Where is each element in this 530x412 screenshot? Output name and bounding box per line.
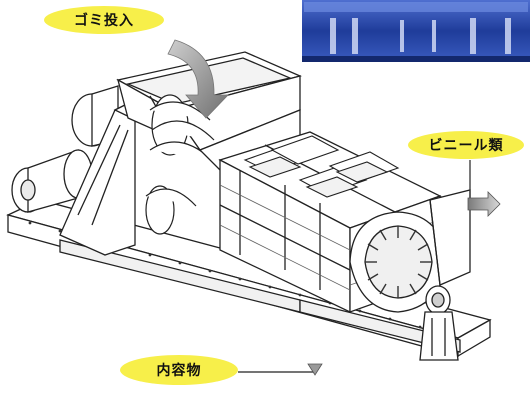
inset-photo <box>302 0 530 62</box>
screw <box>145 94 215 235</box>
top-panels <box>243 135 400 198</box>
fan-housing <box>349 189 471 313</box>
bearing <box>419 285 459 361</box>
label-contents-output: 内容物 <box>120 355 238 385</box>
label-garbage-input: ゴミ投入 <box>44 6 164 34</box>
fan-blades <box>365 226 432 298</box>
label-vinyl-output: ビニール類 <box>408 131 524 159</box>
output-arrow <box>467 160 501 217</box>
input-arrow <box>167 39 229 119</box>
content-pointer <box>238 363 323 376</box>
